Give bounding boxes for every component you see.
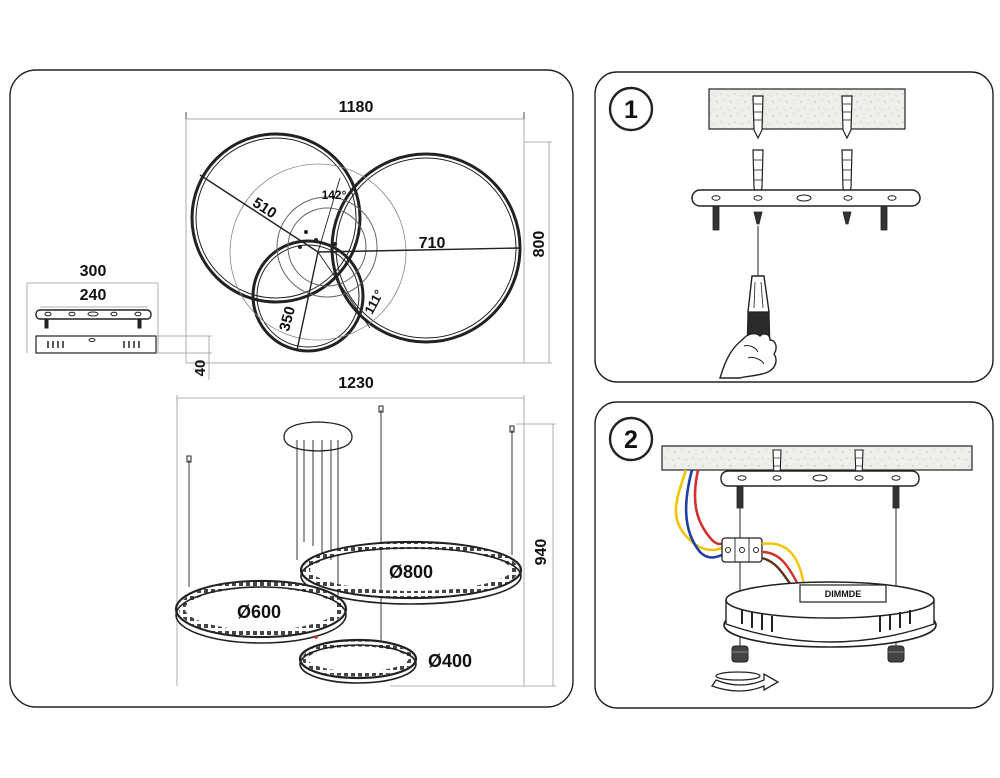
left-ring-outline: [190, 132, 362, 304]
step1-drawing: [691, 88, 921, 379]
mounting-bar-1: [691, 189, 921, 207]
dim-top-width: 1180: [339, 99, 374, 116]
top-view-drawing: [185, 112, 552, 364]
label-ring-medium: Ø600: [237, 602, 281, 622]
mounting-plate-drawing: [26, 282, 212, 380]
dim-top-height: 800: [531, 231, 548, 258]
dim-plate-inner: 240: [80, 287, 107, 304]
ring-large: [299, 540, 523, 605]
dim-radius-big: 710: [419, 235, 446, 252]
wall-anchor-1: [752, 95, 764, 140]
dim-hang-width: 1230: [338, 375, 374, 392]
ceiling-slab-2: [661, 445, 973, 471]
dim-plate-outer: 300: [80, 263, 107, 280]
ring-small: [298, 638, 418, 684]
label-ring-small: Ø400: [428, 651, 472, 671]
step2-number: 2: [624, 426, 638, 454]
dimension-panel: [9, 69, 574, 708]
driver-box: [799, 584, 887, 603]
rotate-arrow-icon: [710, 671, 780, 692]
step1-number: 1: [624, 96, 638, 124]
bolt-left-1: [712, 205, 720, 231]
dim-hang-height: 940: [533, 539, 550, 566]
angle-arc: [229, 163, 407, 341]
wall-anchor-2: [841, 95, 853, 140]
ceiling-slab-1: [708, 88, 906, 130]
ring-medium: [174, 579, 348, 644]
dim-plate-height: 40: [192, 360, 209, 377]
hand-icon: [719, 332, 777, 379]
label-ring-large: Ø800: [389, 562, 433, 582]
mounting-bar-2: [720, 470, 920, 487]
fixing-nuts: [731, 645, 905, 663]
bolt-right-1: [880, 205, 888, 231]
step2-badge: [608, 416, 654, 462]
step1-panel: [594, 71, 994, 383]
screw-right-1: [842, 211, 852, 225]
canopy-outline: [276, 196, 378, 298]
step2-drawing: [661, 445, 973, 654]
dim-radius-small: 350: [276, 305, 299, 334]
driver-label: DIMMDE: [825, 589, 862, 599]
step1-badge: [608, 86, 654, 132]
small-ring-outline: [251, 239, 365, 353]
dim-angle-top: 142°: [322, 188, 347, 202]
canopy-disc: [283, 421, 353, 452]
hanging-view-drawing: [176, 395, 556, 687]
screw-left-1: [753, 211, 763, 225]
